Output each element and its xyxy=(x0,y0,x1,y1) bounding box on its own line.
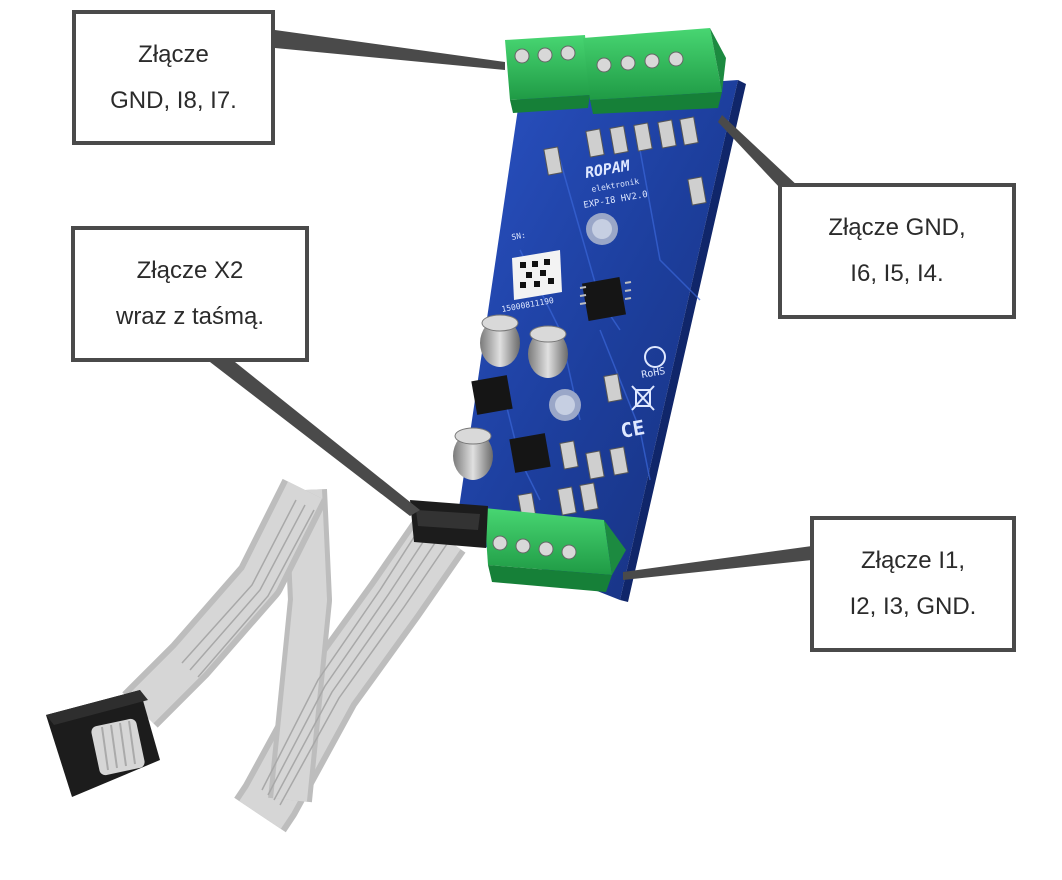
callout-i1-i2-i3-gnd: Złącze I1, I2, I3, GND. xyxy=(810,516,1016,652)
terminal-block-gnd-i6-i5-i4 xyxy=(583,28,726,114)
callout-text-line2: I2, I3, GND. xyxy=(849,593,977,620)
callout-text-line2: GND, I8, I7. xyxy=(110,86,237,114)
datamatrix-label xyxy=(512,250,562,300)
callout-text-line1: Złącze I1, xyxy=(860,547,966,574)
weee-bin-icon xyxy=(631,385,655,411)
callout-pointers xyxy=(210,30,812,580)
callout-text-line1: Złącze xyxy=(138,40,209,68)
callout-gnd-i8-i7: Złącze GND, I8, I7. xyxy=(72,10,275,145)
capacitors xyxy=(453,314,568,480)
ce-mark: CE xyxy=(619,415,647,443)
smd-components xyxy=(517,116,707,520)
callout-text-line2: wraz z taśmą. xyxy=(115,303,265,330)
callout-x2-with-ribbon: Złącze X2 wraz z taśmą. xyxy=(71,226,309,362)
terminal-block-gnd-i8-i7 xyxy=(505,35,590,113)
x2-connector xyxy=(410,500,488,548)
callout-gnd-i6-i5-i4: Złącze GND, I6, I5, I4. xyxy=(778,183,1016,319)
ribbon-end-connector xyxy=(46,690,160,797)
terminal-block-i1-i2-i3-gnd xyxy=(484,508,626,592)
ic-chips xyxy=(471,276,632,473)
serial-label: SN: xyxy=(511,231,527,242)
callout-text-line2: I6, I5, I4. xyxy=(850,260,944,287)
ribbon-cable xyxy=(122,478,466,833)
callout-text-line1: Złącze X2 xyxy=(136,257,244,284)
rohs-mark: RoHS xyxy=(641,366,667,381)
callout-text-line1: Złącze GND, xyxy=(828,214,966,241)
